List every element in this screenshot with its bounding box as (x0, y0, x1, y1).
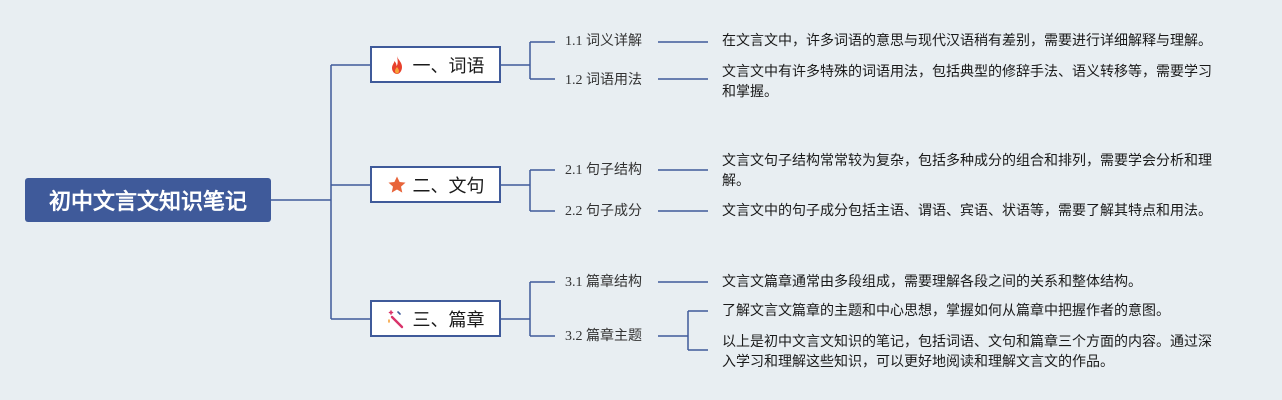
desc-3-1: 文言文篇章通常由多段组成，需要理解各段之间的关系和整体结构。 (722, 274, 1142, 290)
desc-3-2b: 以上是初中文言文知识的笔记，包括词语、文句和篇章三个方面的内容。通过深入学习和理… (722, 334, 1212, 370)
root-node[interactable]: 初中文言文知识笔记 (25, 178, 271, 222)
sub-node-3-2[interactable]: 3.2 篇章主题 (565, 329, 642, 344)
sub-node-1-1[interactable]: 1.1 词义详解 (565, 34, 642, 49)
root-title: 初中文言文知识笔记 (48, 190, 247, 215)
connector-s32 (658, 310, 708, 351)
branch-label: 一、词语 (412, 55, 485, 77)
branch-node-words[interactable]: 一、词语 (370, 46, 501, 83)
connector-b3 (501, 281, 555, 337)
desc-1-1: 在文言文中，许多词语的意思与现代汉语稍有差别，需要进行详细解释与理解。 (722, 33, 1212, 49)
desc-2-2: 文言文中的句子成分包括主语、谓语、宾语、状语等，需要了解其特点和用法。 (722, 203, 1212, 219)
connector-b1 (501, 41, 555, 80)
sub-node-3-1[interactable]: 3.1 篇章结构 (565, 275, 642, 290)
desc-3-2a: 了解文言文篇章的主题和中心思想，掌握如何从篇章中把握作者的意图。 (722, 303, 1170, 319)
branch-node-chapters[interactable]: 三、篇章 (370, 300, 501, 337)
branch-node-sentences[interactable]: 二、文句 (370, 166, 501, 203)
branch-label: 二、文句 (412, 175, 485, 197)
sub-node-1-2[interactable]: 1.2 词语用法 (565, 73, 642, 88)
sub-node-2-2[interactable]: 2.2 句子成分 (565, 204, 642, 219)
magic-wand-icon (387, 309, 407, 329)
fire-icon (387, 55, 407, 75)
branch-label: 三、篇章 (412, 309, 485, 331)
sub-node-2-1[interactable]: 2.1 句子结构 (565, 163, 642, 178)
connector-b2 (501, 169, 555, 212)
desc-1-2: 文言文中有许多特殊的词语用法，包括典型的修辞手法、语义转移等，需要学习和掌握。 (722, 64, 1212, 100)
desc-2-1: 文言文句子结构常常较为复杂，包括多种成分的组合和排列，需要学会分析和理解。 (722, 153, 1212, 189)
star-icon (387, 175, 407, 195)
